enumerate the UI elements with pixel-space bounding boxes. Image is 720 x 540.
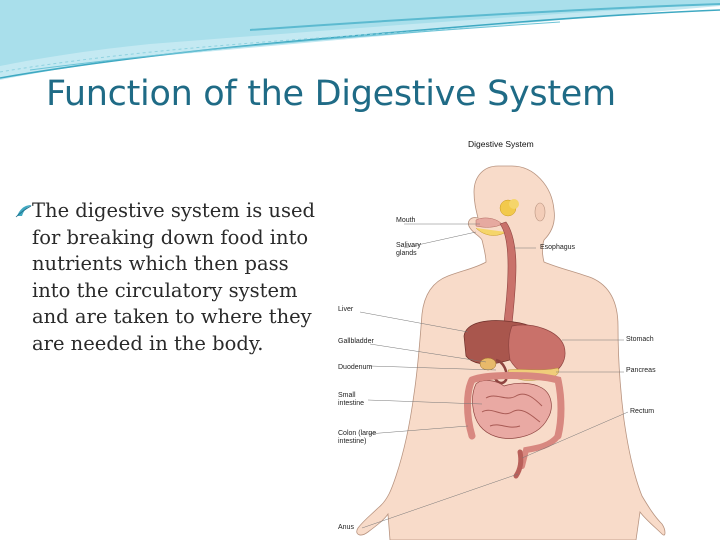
bullet-icon <box>15 205 32 218</box>
label-esophagus: Esophagus <box>540 244 576 251</box>
label-colon: Colon (large intestine) <box>338 430 377 445</box>
label-small-intestine: Small intestine <box>338 392 365 407</box>
bullet-text: The digestive system is used for breakin… <box>32 199 316 355</box>
label-gallbladder: Gallbladder <box>338 338 374 345</box>
label-liver: Liver <box>338 306 354 313</box>
label-pancreas: Pancreas <box>626 367 656 374</box>
bullet-item: The digestive system is used for breakin… <box>12 198 322 357</box>
label-mouth: Mouth <box>396 217 416 224</box>
label-salivary-glands: Salivary glands <box>396 242 421 257</box>
label-duodenum: Duodenum <box>338 364 373 371</box>
diagram-title: Digestive System <box>468 139 534 149</box>
body-illustration <box>356 165 666 540</box>
header-decoration <box>0 0 720 80</box>
digestive-system-diagram: Digestive System Mouth Salivary glands E… <box>336 136 666 540</box>
label-anus: Anus <box>338 524 354 531</box>
label-stomach: Stomach <box>626 336 654 343</box>
label-rectum: Rectum <box>630 408 655 415</box>
slide-title: Function of the Digestive System <box>46 74 616 114</box>
